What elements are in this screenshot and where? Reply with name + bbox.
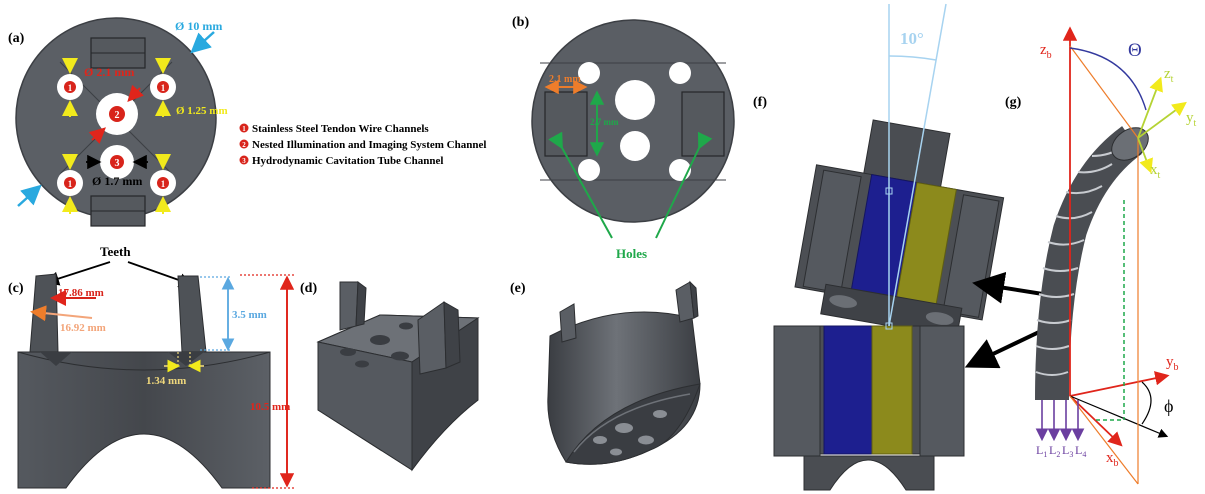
xt-label: xt — [1150, 162, 1161, 181]
panel-a: (a) 1 1 2 3 1 1 — [8, 17, 486, 227]
panel-g-label: (g) — [1005, 95, 1022, 110]
marker-3-lower: 3 — [110, 155, 124, 169]
yt-label: yt — [1186, 110, 1197, 129]
dim-17-86: 17.86 mm — [58, 287, 104, 299]
height-dim-b: 2.7 mm — [590, 117, 619, 127]
wire-dia-label: Ø 1.25 mm — [176, 105, 228, 117]
tube-dia-label: Ø 1.7 mm — [92, 174, 142, 188]
zt-label: zt — [1164, 66, 1174, 85]
dim-10-5: 10.5 mm — [250, 401, 290, 413]
svg-text:1: 1 — [68, 179, 73, 189]
panel-f-label: (f) — [753, 95, 767, 110]
width-dim-b: 2.1 mm — [549, 74, 581, 85]
marker-2-center: 2 — [109, 106, 125, 122]
svg-text:1: 1 — [242, 125, 246, 133]
panel-d-label: (d) — [300, 281, 317, 296]
phi-label: ϕ — [1164, 396, 1173, 416]
legend-3: Hydrodynamic Cavitation Tube Channel — [252, 155, 443, 167]
marker-1-bl: 1 — [64, 177, 76, 189]
svg-text:1: 1 — [68, 83, 73, 93]
svg-text:L3: L3 — [1062, 443, 1073, 459]
panel-a-label: (a) — [8, 31, 25, 46]
svg-text:L4: L4 — [1075, 443, 1086, 459]
dim-3-5: 3.5 mm — [232, 309, 267, 321]
panel-b: (b) 2.1 mm 2.7 mm Holes — [512, 15, 735, 261]
svg-text:3: 3 — [242, 157, 246, 165]
tendon-labels: L1 L2 L3 L4 — [1036, 443, 1086, 459]
panel-e: (e) — [510, 280, 701, 465]
panel-e-label: (e) — [510, 281, 526, 296]
svg-text:2: 2 — [115, 110, 120, 121]
dim-16-92: 16.92 mm — [60, 322, 106, 334]
panel-d: (d) — [300, 281, 480, 472]
center-dia-label: Ø 2.1 mm — [84, 65, 134, 79]
theta-label: Θ — [1128, 40, 1142, 61]
panel-f: (f) 10° — [753, 3, 1069, 491]
angle-label: 10° — [900, 29, 924, 48]
panel-b-label: (b) — [512, 15, 529, 30]
zb-label: zb — [1040, 42, 1052, 61]
svg-text:2: 2 — [242, 141, 246, 149]
dim-1-34: 1.34 mm — [146, 375, 186, 387]
svg-text:3: 3 — [115, 158, 120, 169]
legend-2: Nested Illumination and Imaging System C… — [252, 139, 486, 151]
holes-label: Holes — [616, 246, 647, 261]
svg-text:L1: L1 — [1036, 443, 1047, 459]
legend-1: Stainless Steel Tendon Wire Channels — [252, 123, 429, 135]
panel-c-label: (c) — [8, 281, 24, 296]
svg-text:L2: L2 — [1049, 443, 1060, 459]
svg-text:1: 1 — [161, 83, 166, 93]
panel-g: (g) — [1005, 26, 1197, 485]
marker-1-tr: 1 — [157, 81, 169, 93]
yb-label: yb — [1166, 354, 1179, 373]
marker-1-br: 1 — [157, 177, 169, 189]
panel-a-legend: 1 Stainless Steel Tendon Wire Channels 2… — [239, 123, 486, 167]
teeth-label: Teeth — [100, 244, 131, 259]
marker-1-tl: 1 — [64, 81, 76, 93]
xb-label: xb — [1106, 450, 1119, 469]
panel-c: (c) Teeth 17.86 mm 16.92 mm 3.5 mm 1.34 … — [8, 244, 295, 489]
svg-text:1: 1 — [161, 179, 166, 189]
outer-dia-label: Ø 10 mm — [175, 19, 222, 33]
